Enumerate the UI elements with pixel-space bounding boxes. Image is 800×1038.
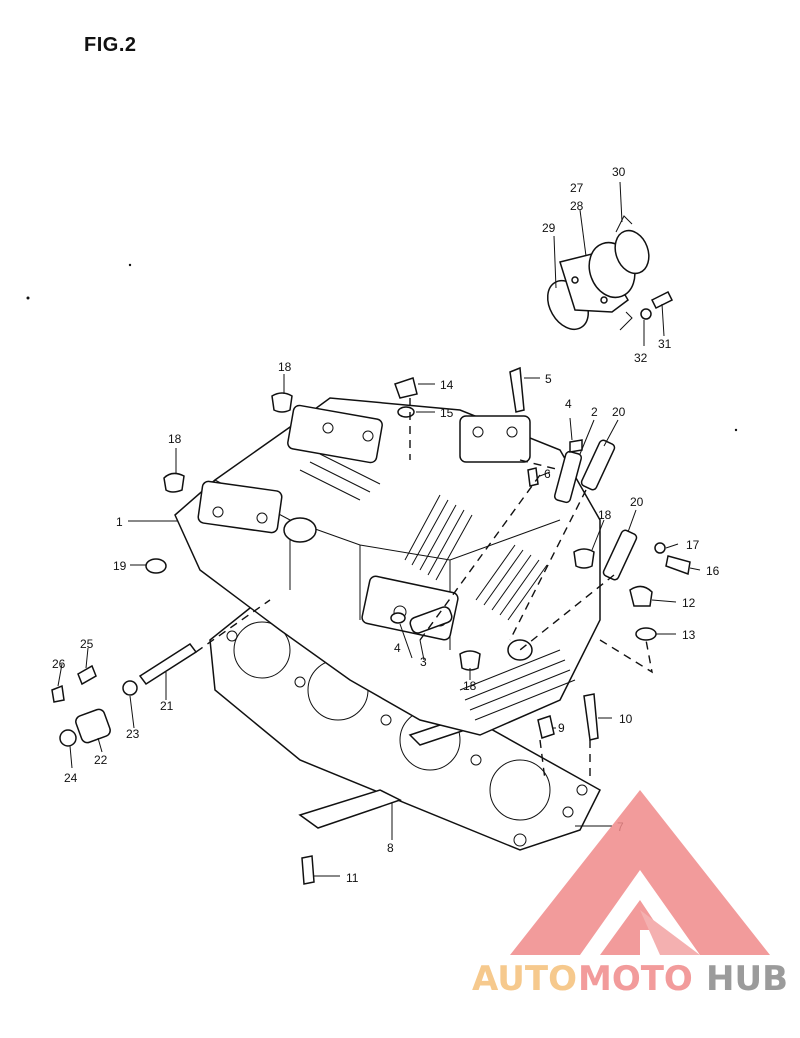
callout-19: 19 — [113, 559, 127, 573]
callout-18a: 18 — [278, 360, 292, 374]
plug-24 — [59, 729, 77, 747]
callout-21: 21 — [160, 699, 174, 713]
bolt-10 — [583, 693, 599, 741]
spark-plug-20a — [580, 439, 616, 491]
callout-24: 24 — [64, 771, 78, 785]
callout-22: 22 — [94, 753, 108, 767]
callout-30: 30 — [612, 165, 626, 179]
cylinder-head — [174, 397, 601, 736]
o-ring-4a — [569, 439, 583, 453]
callout-25: 25 — [80, 637, 94, 651]
callout-29: 29 — [542, 221, 556, 235]
callout-15: 15 — [440, 406, 454, 420]
tensioner-shaft-21 — [138, 642, 198, 686]
callout-18d: 18 — [463, 679, 477, 693]
callout-4a: 4 — [565, 397, 572, 411]
washer-15 — [397, 406, 415, 418]
callout-9: 9 — [558, 721, 565, 735]
plug-18b — [163, 472, 185, 493]
spark-plug-20b — [602, 529, 638, 581]
tensioner-body-22 — [75, 708, 111, 744]
callout-11: 11 — [346, 871, 359, 885]
speck — [128, 263, 132, 267]
callout-1: 1 — [116, 515, 123, 529]
leader-lines — [57, 181, 701, 877]
callout-2: 2 — [591, 405, 598, 419]
automotohub-watermark: AUTO MOTO HUB — [472, 790, 788, 999]
speck — [734, 428, 738, 432]
plug-18a — [271, 392, 293, 413]
o-ring-4b — [390, 612, 406, 624]
spark-plug-2 — [553, 450, 583, 504]
callout-6: 6 — [544, 467, 551, 481]
screw-26 — [51, 684, 65, 703]
callout-17: 17 — [686, 538, 700, 552]
callout-12: 12 — [682, 596, 696, 610]
plug-19 — [145, 558, 167, 574]
callout-5: 5 — [545, 372, 552, 386]
watermark-hub: HUB — [706, 959, 788, 999]
callout-8: 8 — [387, 841, 394, 855]
plug-18c — [573, 548, 595, 569]
callout-20a: 20 — [612, 405, 626, 419]
callout-27: 27 — [570, 181, 584, 195]
callout-23: 23 — [126, 727, 140, 741]
callout-13: 13 — [682, 628, 696, 642]
figure-title: FIG.2 — [84, 34, 137, 56]
callout-18b: 18 — [168, 432, 182, 446]
callout-32: 32 — [634, 351, 648, 365]
clamp-30 — [614, 229, 650, 275]
screw-31 — [650, 290, 674, 310]
callout-14: 14 — [440, 378, 454, 392]
clip-25 — [77, 664, 97, 686]
dowel-9 — [537, 715, 555, 739]
bolt-5 — [509, 366, 525, 413]
callout-18c: 18 — [598, 508, 612, 522]
callout-3: 3 — [420, 655, 427, 669]
nut-14 — [394, 377, 418, 399]
callout-28: 28 — [570, 199, 584, 213]
callout-16: 16 — [706, 564, 720, 578]
callout-10: 10 — [619, 712, 633, 726]
speck — [26, 296, 30, 300]
callout-labels: 1 2 3 4 4 5 6 7 8 9 10 11 12 13 14 15 16… — [52, 165, 720, 885]
intake-pipe-assembly — [546, 215, 674, 331]
washer-17 — [654, 542, 666, 554]
dowel-6 — [527, 467, 539, 487]
cap-nut-12 — [629, 585, 653, 607]
plug-18d — [459, 650, 481, 671]
washer-13 — [635, 627, 657, 641]
callout-4b: 4 — [394, 641, 401, 655]
callout-31: 31 — [658, 337, 672, 351]
bolt-11 — [301, 855, 315, 885]
bolt-16 — [665, 555, 691, 576]
callout-20b: 20 — [630, 495, 644, 509]
watermark-auto: AUTO — [472, 959, 577, 999]
watermark-moto: MOTO — [578, 959, 693, 999]
washer-23 — [122, 680, 138, 696]
callout-26: 26 — [52, 657, 66, 671]
washer-32 — [640, 308, 652, 320]
